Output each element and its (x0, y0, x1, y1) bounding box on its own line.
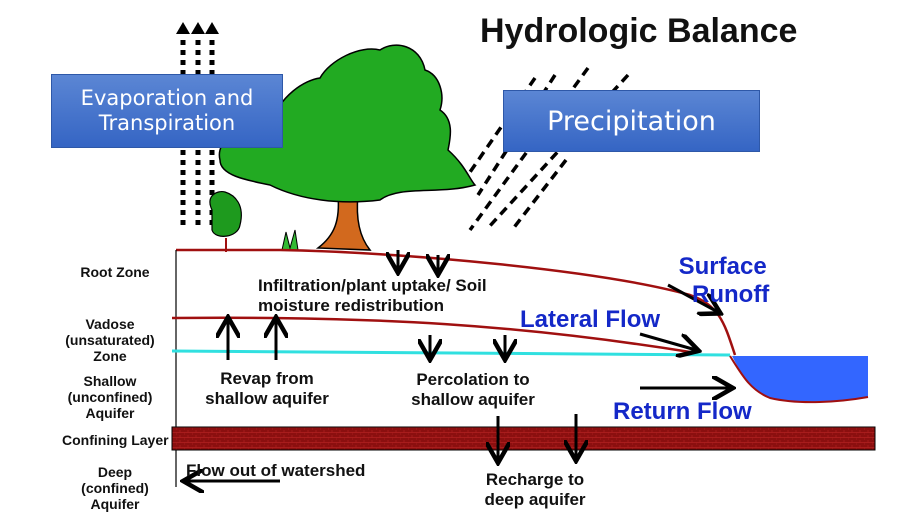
zone-deep: Deep (confined) Aquifer (60, 464, 170, 512)
process-arrows (186, 250, 730, 481)
shrub-icon (209, 190, 242, 252)
zone-shallow-line3: Aquifer (85, 405, 135, 422)
confining-layer (171, 426, 876, 451)
evapotranspiration-label: Evaporation and Transpiration (80, 85, 254, 135)
evapotranspiration-callout: Evaporation and Transpiration (51, 74, 283, 148)
surface-runoff-line2: Runoff (692, 280, 770, 308)
revap-label: Revap from shallow aquifer (192, 369, 342, 408)
infiltration-label: Infiltration/plant uptake/ Soil moisture… (258, 276, 487, 315)
page-title: Hydrologic Balance (480, 12, 798, 50)
zone-deep-line3: Aquifer (90, 496, 140, 512)
percolation-line2: shallow aquifer (411, 389, 535, 409)
infiltration-line1: Infiltration/plant uptake/ Soil (258, 276, 487, 295)
zone-deep-line2: (confined) (81, 480, 149, 497)
recharge-line1: Recharge to (485, 470, 585, 489)
zone-vadose: Vadose (unsaturated) Zone (55, 316, 165, 364)
revap-line2: shallow aquifer (205, 388, 329, 408)
precipitation-label: Precipitation (547, 105, 716, 137)
tree-icon (218, 44, 477, 251)
recharge-line2: deep aquifer (484, 489, 586, 509)
zone-root: Root Zone (80, 264, 150, 280)
zone-shallow-line1: Shallow (83, 373, 137, 389)
zone-confining: Confining Layer (62, 432, 169, 448)
zone-deep-line1: Deep (97, 464, 133, 480)
infiltration-line2: moisture redistribution (258, 295, 445, 315)
lateral-flow-label: Lateral Flow (520, 306, 661, 333)
zone-vadose-line3: Zone (93, 348, 127, 365)
land-surface-line (176, 248, 737, 356)
percolation-line1: Percolation to (416, 370, 530, 389)
stream (730, 356, 868, 403)
water-table-line (171, 349, 731, 357)
surface-runoff-label: Surface Runoff (676, 253, 770, 308)
zone-vadose-line1: Vadose (85, 316, 135, 332)
zone-vadose-line2: (unsaturated) (65, 332, 155, 349)
zone-shallow: Shallow (unconfined) Aquifer (55, 373, 165, 421)
zone-shallow-line2: (unconfined) (67, 389, 153, 406)
precipitation-callout: Precipitation (503, 90, 760, 152)
flow-out-label: Flow out of watershed (186, 461, 366, 480)
surface-runoff-line1: Surface (678, 253, 767, 280)
vadose-top-line (171, 316, 691, 354)
grass-tuft-icon (281, 229, 299, 251)
recharge-label: Recharge to deep aquifer (470, 470, 600, 509)
percolation-label: Percolation to shallow aquifer (398, 370, 548, 409)
return-flow-label: Return Flow (613, 398, 752, 425)
revap-line1: Revap from (220, 369, 314, 388)
